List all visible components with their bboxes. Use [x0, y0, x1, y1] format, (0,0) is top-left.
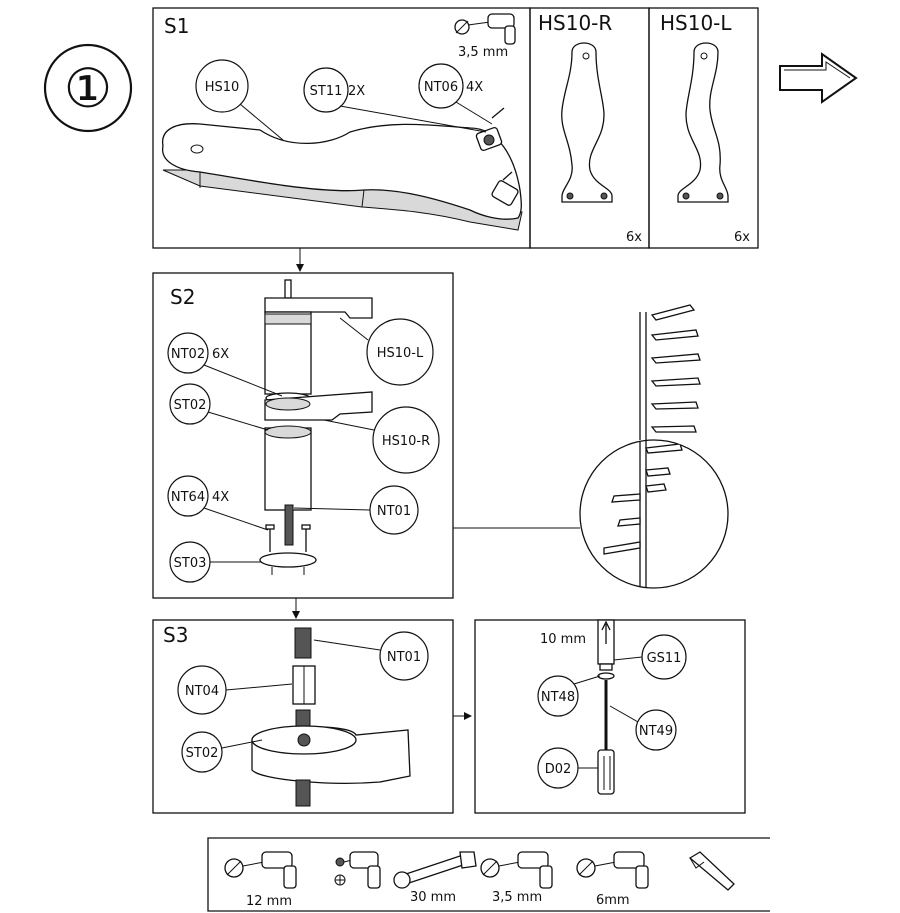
panel-s2: S2 NT02 6X ST02 NT64: [152, 272, 454, 599]
callout-s3-nt01: [379, 631, 429, 681]
tool-drill-3-5mm-icon: [480, 851, 553, 889]
callout-nt49: [635, 709, 677, 751]
callout-s3-st02-label: ST02: [186, 746, 219, 761]
part-hs10-l: [677, 42, 729, 203]
panel-s3: S3 NT01 NT04 ST02: [152, 619, 454, 814]
part-hs10-r: [561, 42, 613, 203]
callout-hs10-r: [372, 406, 440, 474]
callout-nt64: [167, 475, 209, 517]
callout-s3-st02: [181, 731, 223, 773]
callout-nt02-label: NT02: [171, 347, 205, 362]
step-number: ①: [64, 57, 112, 120]
callout-hs10-label: HS10: [205, 80, 240, 95]
callout-st11: [303, 67, 349, 113]
callout-nt48-label: NT48: [541, 690, 575, 705]
callout-nt06-qty: 4X: [466, 80, 483, 95]
callout-hs10: [195, 59, 249, 113]
callout-d02-label: D02: [545, 762, 572, 777]
panel-hs10-r-title: HS10-R: [538, 11, 612, 35]
panel-hs10-l-qty: 6x: [734, 230, 750, 245]
panel-s2-title: S2: [170, 285, 195, 309]
callout-s3-nt01-label: NT01: [387, 650, 421, 665]
callout-nt02: [167, 332, 209, 374]
callout-hs10-r-label: HS10-R: [382, 434, 430, 449]
tool-drill-12mm-icon: [224, 851, 297, 889]
callout-nt64-label: NT64: [171, 490, 205, 505]
tool-screwdriver-icon: [334, 851, 381, 889]
callout-nt01-label: NT01: [377, 504, 411, 519]
tool-label-3: 30 mm: [410, 890, 456, 905]
callout-nt49-label: NT49: [639, 724, 673, 739]
panel-hs10-r-qty: 6x: [626, 230, 642, 245]
tool-label-4: 3,5 mm: [492, 890, 542, 905]
callout-hs10-l: [366, 318, 434, 386]
panel-hs10-l-frame: [648, 7, 759, 249]
tool-hex-key-icon: [688, 851, 735, 891]
panel-s1: S1 3,5 mm HS10 ST11 2X: [152, 7, 531, 249]
tool-label-5: 6mm: [596, 893, 630, 908]
callout-st03-label: ST03: [174, 556, 207, 571]
tool-wrench-icon: [393, 851, 477, 889]
callout-st02-label: ST02: [174, 398, 207, 413]
panel-s1-title: S1: [164, 14, 189, 38]
callout-s3-nt04-label: NT04: [185, 684, 219, 699]
callout-nt06-label: NT06: [424, 80, 458, 95]
callout-nt02-qty: 6X: [212, 347, 229, 362]
panel-hs10-l-title: HS10-L: [660, 11, 732, 35]
callout-st11-qty: 2X: [348, 84, 365, 99]
callout-gs11-label: GS11: [647, 651, 682, 666]
tool-size-label: 3,5 mm: [458, 45, 508, 60]
panel-wall-fixing: 10 mm GS11 NT48 NT49 D02: [474, 619, 746, 814]
step-number-circle: [43, 43, 133, 133]
callout-nt06: [418, 63, 464, 109]
tool-label-1: 12 mm: [246, 894, 292, 909]
callout-nt48: [537, 675, 579, 717]
panel-s2-frame: [152, 272, 454, 599]
callout-nt64-qty: 4X: [212, 490, 229, 505]
tool-drill-6mm-icon: [576, 851, 649, 889]
staircase-detail: [579, 439, 729, 589]
panel-s3-title: S3: [163, 623, 188, 647]
panel-hs10-l: HS10-L 6x: [648, 7, 759, 249]
callout-hs10-l-label: HS10-L: [377, 346, 424, 361]
callout-st02: [169, 383, 211, 425]
callout-st11-label: ST11: [310, 84, 343, 99]
next-step-arrow-icon: [779, 52, 858, 104]
drill-icon: [454, 13, 516, 45]
assembled-staircase: [639, 304, 701, 440]
tools-bar: 12 mm 30 mm 3,5 mm: [207, 837, 770, 912]
panel-hs10-r: HS10-R 6x: [529, 7, 650, 249]
step-bracket-hs10: [162, 107, 523, 231]
dimension-label: 10 mm: [540, 632, 586, 647]
